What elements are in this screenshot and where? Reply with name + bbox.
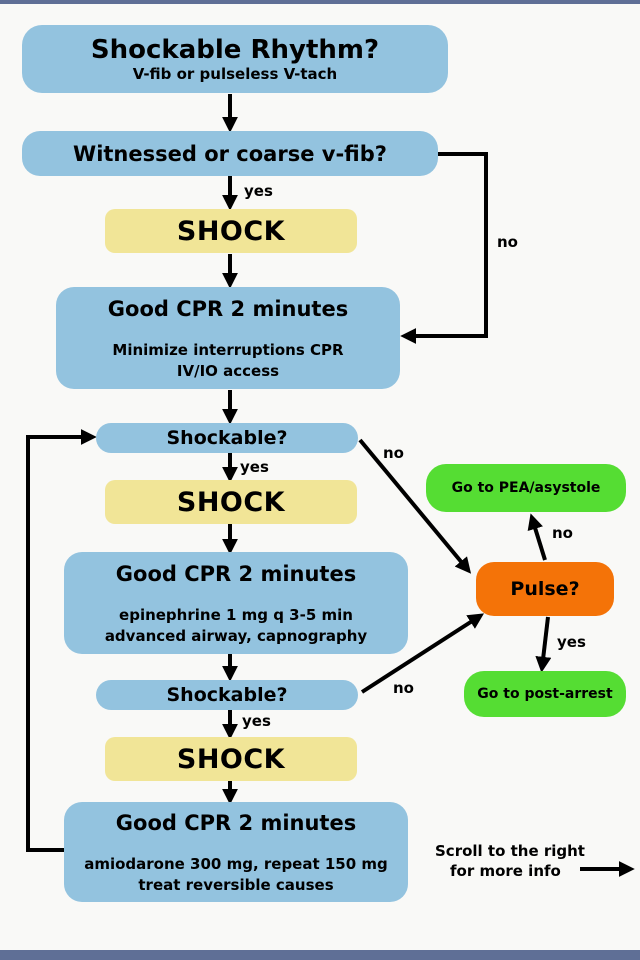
bottom-frame-bar [0, 950, 640, 960]
cpr-box-1: Good CPR 2 minutes Minimize interruption… [56, 287, 400, 389]
cpr-2-line1: epinephrine 1 mg q 3-5 min [119, 606, 353, 624]
pulse-decision-box: Pulse? [476, 562, 614, 616]
shock-box-1: SHOCK [105, 209, 357, 253]
shockable-1-title: Shockable? [166, 427, 288, 449]
start-title: Shockable Rhythm? [90, 35, 380, 65]
cpr-2-title: Good CPR 2 minutes [115, 562, 357, 586]
cpr-3-line2: treat reversible causes [138, 876, 334, 894]
pulse-yes-label: yes [557, 633, 586, 651]
post-arrest-box: Go to post-arrest [464, 671, 626, 717]
yes-label-1: yes [244, 182, 273, 200]
witnessed-decision-box: Witnessed or coarse v-fib? [22, 131, 438, 176]
no-label-3: no [393, 679, 414, 697]
start-decision-box: Shockable Rhythm? V-fib or pulseless V-t… [22, 25, 448, 93]
shock-2-label: SHOCK [176, 486, 286, 518]
no-label-2: no [383, 444, 404, 462]
post-arrest-label: Go to post-arrest [477, 686, 613, 702]
start-subtitle: V-fib or pulseless V-tach [132, 65, 338, 83]
arrow-pulse-no-to-pea [527, 513, 547, 561]
cpr-box-3: Good CPR 2 minutes amiodarone 300 mg, re… [64, 802, 408, 902]
shock-1-label: SHOCK [176, 215, 286, 247]
top-frame-bar [0, 0, 640, 4]
cpr-3-title: Good CPR 2 minutes [115, 811, 357, 835]
cpr-1-line2: IV/IO access [176, 362, 280, 380]
cpr-1-line1: Minimize interruptions CPR [112, 341, 344, 359]
shock-box-2: SHOCK [105, 480, 357, 524]
pea-asystole-box: Go to PEA/asystole [426, 464, 626, 512]
pulse-no-label: no [552, 524, 573, 542]
scroll-hint-line1: Scroll to the right [435, 842, 585, 860]
shockable-decision-box-1: Shockable? [96, 423, 358, 453]
cpr-1-title: Good CPR 2 minutes [107, 297, 349, 321]
scroll-hint-line2: for more info [450, 862, 561, 880]
cpr-box-2: Good CPR 2 minutes epinephrine 1 mg q 3-… [64, 552, 408, 654]
yes-label-2: yes [240, 458, 269, 476]
witnessed-title: Witnessed or coarse v-fib? [73, 141, 387, 166]
pulse-title: Pulse? [510, 578, 580, 600]
cpr-3-line1: amiodarone 300 mg, repeat 150 mg [84, 855, 388, 873]
shockable-decision-box-2: Shockable? [96, 680, 358, 710]
shock-box-3: SHOCK [105, 737, 357, 781]
arrow-pulse-yes-to-post-arrest [535, 616, 552, 673]
shock-3-label: SHOCK [176, 743, 286, 775]
scroll-hint: Scroll to the right for more info [420, 841, 600, 881]
yes-label-3: yes [242, 712, 271, 730]
no-label-1: no [497, 233, 518, 251]
shockable-2-title: Shockable? [166, 684, 288, 706]
pea-asystole-label: Go to PEA/asystole [451, 480, 601, 496]
arrow-witnessed-no-to-cpr1 [400, 152, 488, 344]
cpr-2-line2: advanced airway, capnography [104, 627, 368, 645]
